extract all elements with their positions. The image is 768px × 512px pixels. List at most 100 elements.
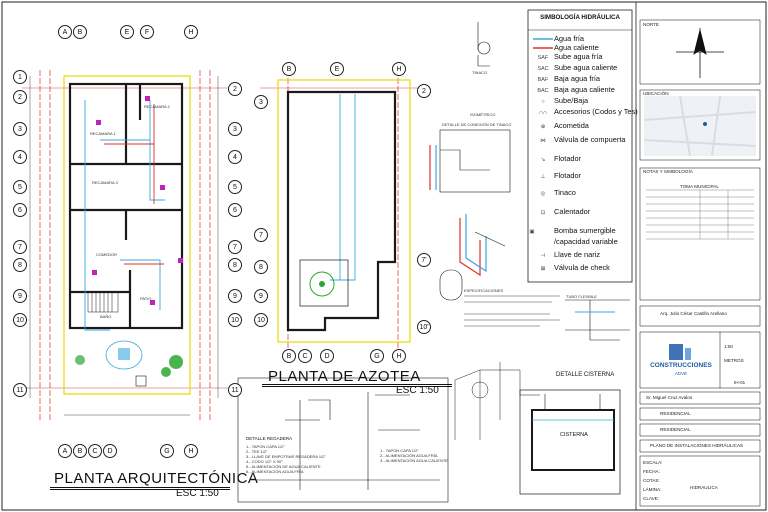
axis-bubble-b-azotea-top: B xyxy=(282,62,296,76)
regadera-note: 2.- TEE 1/2" xyxy=(246,449,268,454)
tb-use: RESIDENCIAL xyxy=(660,427,691,432)
tinaco-detail-top xyxy=(477,22,491,67)
legend-label: Bomba sumergible /capacidad variable xyxy=(554,226,618,246)
legend-code: SAF xyxy=(537,55,549,61)
tb-field: FECHA: xyxy=(643,469,660,474)
cold-water-lines-azotea xyxy=(330,94,356,281)
axis-bubble-2-azotea: 2 xyxy=(417,84,431,98)
axis-bubble-4-left: 4 xyxy=(13,150,27,164)
notes-table xyxy=(646,189,754,240)
tb-architect: Arq. Julio César Castillo Arellano xyxy=(660,311,727,316)
title-underline-azotea xyxy=(262,384,452,387)
tb-owner: Sr. Miguel Cruz Avalos xyxy=(646,395,693,400)
legend-label: Baja agua caliente xyxy=(554,85,615,94)
plan-azotea xyxy=(260,70,420,350)
legend-item-flotador-2: ⊥Flotador xyxy=(532,171,632,182)
plan-scale-arquitectonica: ESC 1:50 xyxy=(176,488,219,499)
valve-icon: ⋈ xyxy=(540,138,546,144)
isometric-piping xyxy=(429,145,506,277)
legend-label: Tinaco xyxy=(554,188,576,197)
axis-bubble-c-bottom: C xyxy=(88,444,102,458)
label-detalle-cisterna: DETALLE CISTERNA xyxy=(556,372,615,378)
plan-scale-azotea: ESC 1:50 xyxy=(396,385,439,396)
lavabo-note: 2.- ALIMENTACIÓN AGUA FRÍA xyxy=(380,453,438,458)
tb-field: CLAVE: xyxy=(643,496,659,501)
legend-item-llave-nariz: ⊣Llave de nariz xyxy=(532,250,632,261)
tank-icon: ◎ xyxy=(540,191,546,197)
tb-ubicacion-label: UBICACIÓN xyxy=(643,91,669,96)
axis-bubble-h-azotea-bottom: H xyxy=(392,349,406,363)
regadera-notes: 1.- TAPON CAPA 1/2" 2.- TEE 1/2" 3.- LLA… xyxy=(246,444,326,474)
sube-baja-icon: ○ xyxy=(541,99,545,105)
axis-bubble-c-azotea-bottom: C xyxy=(298,349,312,363)
legend-item-valvula-check: ⊠ Válvula de check xyxy=(532,263,632,274)
legend-label: Agua fría xyxy=(554,34,584,43)
label-tubo-flexible: TUBO FLEXIBLE xyxy=(566,294,597,299)
legend-label: Válvula de compuerta xyxy=(554,135,626,144)
axis-bubble-10-azotea: 10 xyxy=(254,313,268,327)
fixture-markers xyxy=(92,96,183,305)
tb-table-header: TOMA MUNICIPAL xyxy=(680,184,719,189)
legend-label: Válvula de check xyxy=(554,263,610,272)
axis-bubble-d-azotea-bottom: D xyxy=(320,349,334,363)
axis-bubble-b-bottom: B xyxy=(73,444,87,458)
axis-bubble-h-bottom: H xyxy=(184,444,198,458)
tb-notas-label: NOTAS Y SIMBOLOGÍA xyxy=(643,169,693,174)
legend-title: SIMBOLOGÍA HIDRÁULICA xyxy=(540,14,620,21)
pump-icon: ▣ xyxy=(529,229,535,235)
axis-bubble-6-mid: 6 xyxy=(228,203,242,217)
tinaco-tank xyxy=(439,269,463,301)
axis-bubble-f-top: F xyxy=(140,25,154,39)
axis-bubble-7p-azotea: 7' xyxy=(417,253,431,267)
legend-label: Baja agua fría xyxy=(554,74,601,83)
axis-bubble-a-top: A xyxy=(58,25,72,39)
walls-arquitectonica xyxy=(68,82,184,330)
legend-item-agua-caliente: Agua caliente xyxy=(532,43,632,52)
regadera-note: 5.- ALIMENTACIÓN DE AGUA CALIENTE xyxy=(246,464,321,469)
plan-arquitectonica xyxy=(22,70,228,420)
legend-box xyxy=(527,9,633,283)
lot-perimeter xyxy=(63,75,191,395)
lavabo-note: 3.- ALIMENTACIÓN AGUA CALIENTE xyxy=(380,458,448,463)
room-label-bano: BAÑO xyxy=(100,314,112,319)
title-underline-arquitectonica xyxy=(50,487,230,490)
legend-label: Acometida xyxy=(554,121,589,130)
stair xyxy=(87,291,119,313)
legend-label: Flotador xyxy=(554,154,582,163)
axis-bubble-6-left: 6 xyxy=(13,203,27,217)
tb-company-bottom: ADVE xyxy=(674,371,688,376)
regadera-note: 6.- ALIMENTACIÓN AGUA FRÍA xyxy=(246,469,304,474)
north-arrow xyxy=(676,28,724,78)
azotea-perimeter xyxy=(277,79,411,343)
room-label-recamara2: RECAMARA 2 xyxy=(144,104,170,109)
detalle-regadera-lavabo xyxy=(237,377,449,503)
dimension-lines-left xyxy=(29,76,219,416)
hot-water-lines-plan xyxy=(104,104,164,265)
acometida-icon: ⊕ xyxy=(540,124,546,130)
axis-bubble-a-bottom: A xyxy=(58,444,72,458)
tb-field: ESCALA: xyxy=(643,460,663,465)
tb-norte-label: NORTE xyxy=(643,22,659,27)
regadera-note: 3.- LLAVE DE EMPOTRAR REGADERA 1/2" xyxy=(246,454,326,459)
tb-fields: ESCALA: FECHA: COTAS: LÁMINA: CLAVE: xyxy=(643,458,662,503)
float-icon: ⊥ xyxy=(540,174,546,180)
title-block-frame xyxy=(639,19,761,507)
axis-bubble-3-mid: 3 xyxy=(228,122,242,136)
label-tinaco: TINACO xyxy=(472,70,488,75)
axis-bubble-e-top: E xyxy=(120,25,134,39)
tinaco-azotea xyxy=(299,259,349,307)
axis-bubble-h-azotea-top: H xyxy=(392,62,406,76)
axis-bubble-10-left: 10 xyxy=(13,313,27,327)
axis-bubble-9-azotea: 9 xyxy=(254,289,268,303)
axis-bubble-8-left: 8 xyxy=(13,258,27,272)
legend-label: Llave de nariz xyxy=(554,250,601,259)
axis-bubble-8-mid: 8 xyxy=(228,258,242,272)
axis-bubble-g-bottom: G xyxy=(160,444,174,458)
check-valve-icon: ⊠ xyxy=(540,266,546,272)
axis-bubble-9-left: 9 xyxy=(13,289,27,303)
axis-bubble-2-left: 2 xyxy=(13,90,27,104)
regadera-note: 4.- CODO 1/2" X 90° xyxy=(246,459,283,464)
legend-code: SAC xyxy=(537,66,549,72)
